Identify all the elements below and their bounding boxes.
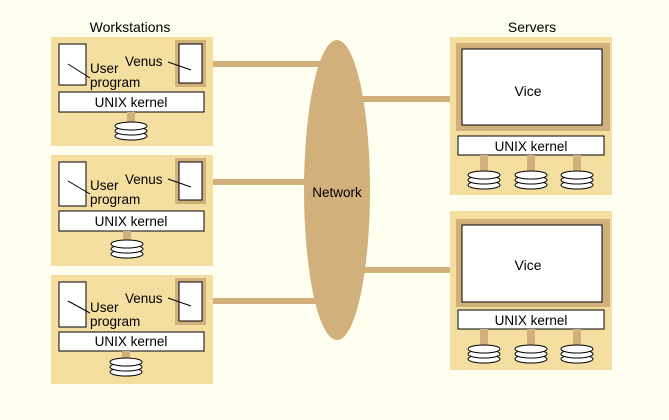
unix-kernel-label: UNIX kernel xyxy=(495,139,568,154)
user-program-pointer xyxy=(67,180,91,195)
user-program-label-line2: program xyxy=(90,192,140,207)
venus-box xyxy=(178,43,203,84)
venus-label: Venus xyxy=(125,172,163,187)
disk-stems xyxy=(480,329,581,345)
unix-kernel-label: UNIX kernel xyxy=(95,334,168,349)
network-label: Network xyxy=(312,185,362,200)
venus-label: Venus xyxy=(125,291,163,306)
disk-stem xyxy=(127,112,135,126)
unix-kernel-box xyxy=(58,331,205,352)
unix-kernel-label: UNIX kernel xyxy=(495,313,568,328)
connection-line-ws1 xyxy=(205,61,323,67)
workstation-2: User program Venus UNIX kernel xyxy=(51,155,213,266)
disk-icon xyxy=(114,121,148,141)
venus-box xyxy=(178,161,203,201)
unix-kernel-label: UNIX kernel xyxy=(95,95,168,110)
venus-label: Venus xyxy=(125,54,163,69)
server-2: Vice UNIX kernel xyxy=(450,211,612,370)
disk-icon xyxy=(514,344,548,364)
disk-icon xyxy=(514,170,548,190)
user-program-box xyxy=(58,281,87,328)
disk-stems xyxy=(480,155,581,171)
user-program-label-line2: program xyxy=(90,75,140,90)
vice-label: Vice xyxy=(515,83,542,99)
user-program-box xyxy=(58,43,87,86)
user-program-label-line1: User xyxy=(90,300,119,315)
disk-icon xyxy=(560,344,594,364)
disk-icon xyxy=(110,239,144,259)
user-program-label-line1: User xyxy=(90,61,119,76)
connection-line-srv2 xyxy=(350,267,458,273)
unix-kernel-box xyxy=(58,210,205,232)
connection-line-ws3 xyxy=(205,298,323,304)
network-ellipse xyxy=(304,40,370,340)
servers-heading: Servers xyxy=(508,19,556,35)
disk-icon xyxy=(467,344,501,364)
server-1: Vice UNIX kernel xyxy=(450,37,612,195)
workstations-heading: Workstations xyxy=(90,19,171,35)
user-program-pointer xyxy=(67,63,91,79)
disk-stem xyxy=(123,231,131,245)
connection-line-ws2 xyxy=(205,179,323,185)
disk-stem xyxy=(122,351,130,363)
vice-box xyxy=(461,48,603,126)
venus-pointer xyxy=(167,178,192,188)
connections xyxy=(205,61,458,304)
unix-kernel-label: UNIX kernel xyxy=(95,214,168,229)
connection-line-srv1 xyxy=(350,96,458,102)
user-program-pointer xyxy=(67,300,91,314)
venus-pointer xyxy=(167,61,192,71)
workstation-1: User program Venus UNIX kernel xyxy=(51,37,213,146)
venus-box xyxy=(178,281,203,322)
user-program-label-line1: User xyxy=(90,178,119,193)
disk-icon xyxy=(109,357,143,377)
disk-icon xyxy=(467,170,501,190)
vice-label: Vice xyxy=(515,257,542,273)
disk-icon xyxy=(560,170,594,190)
venus-pointer xyxy=(167,297,192,307)
vice-box xyxy=(461,224,603,303)
user-program-label-line2: program xyxy=(90,314,140,329)
workstation-3: User program Venus UNIX kernel xyxy=(51,275,213,384)
